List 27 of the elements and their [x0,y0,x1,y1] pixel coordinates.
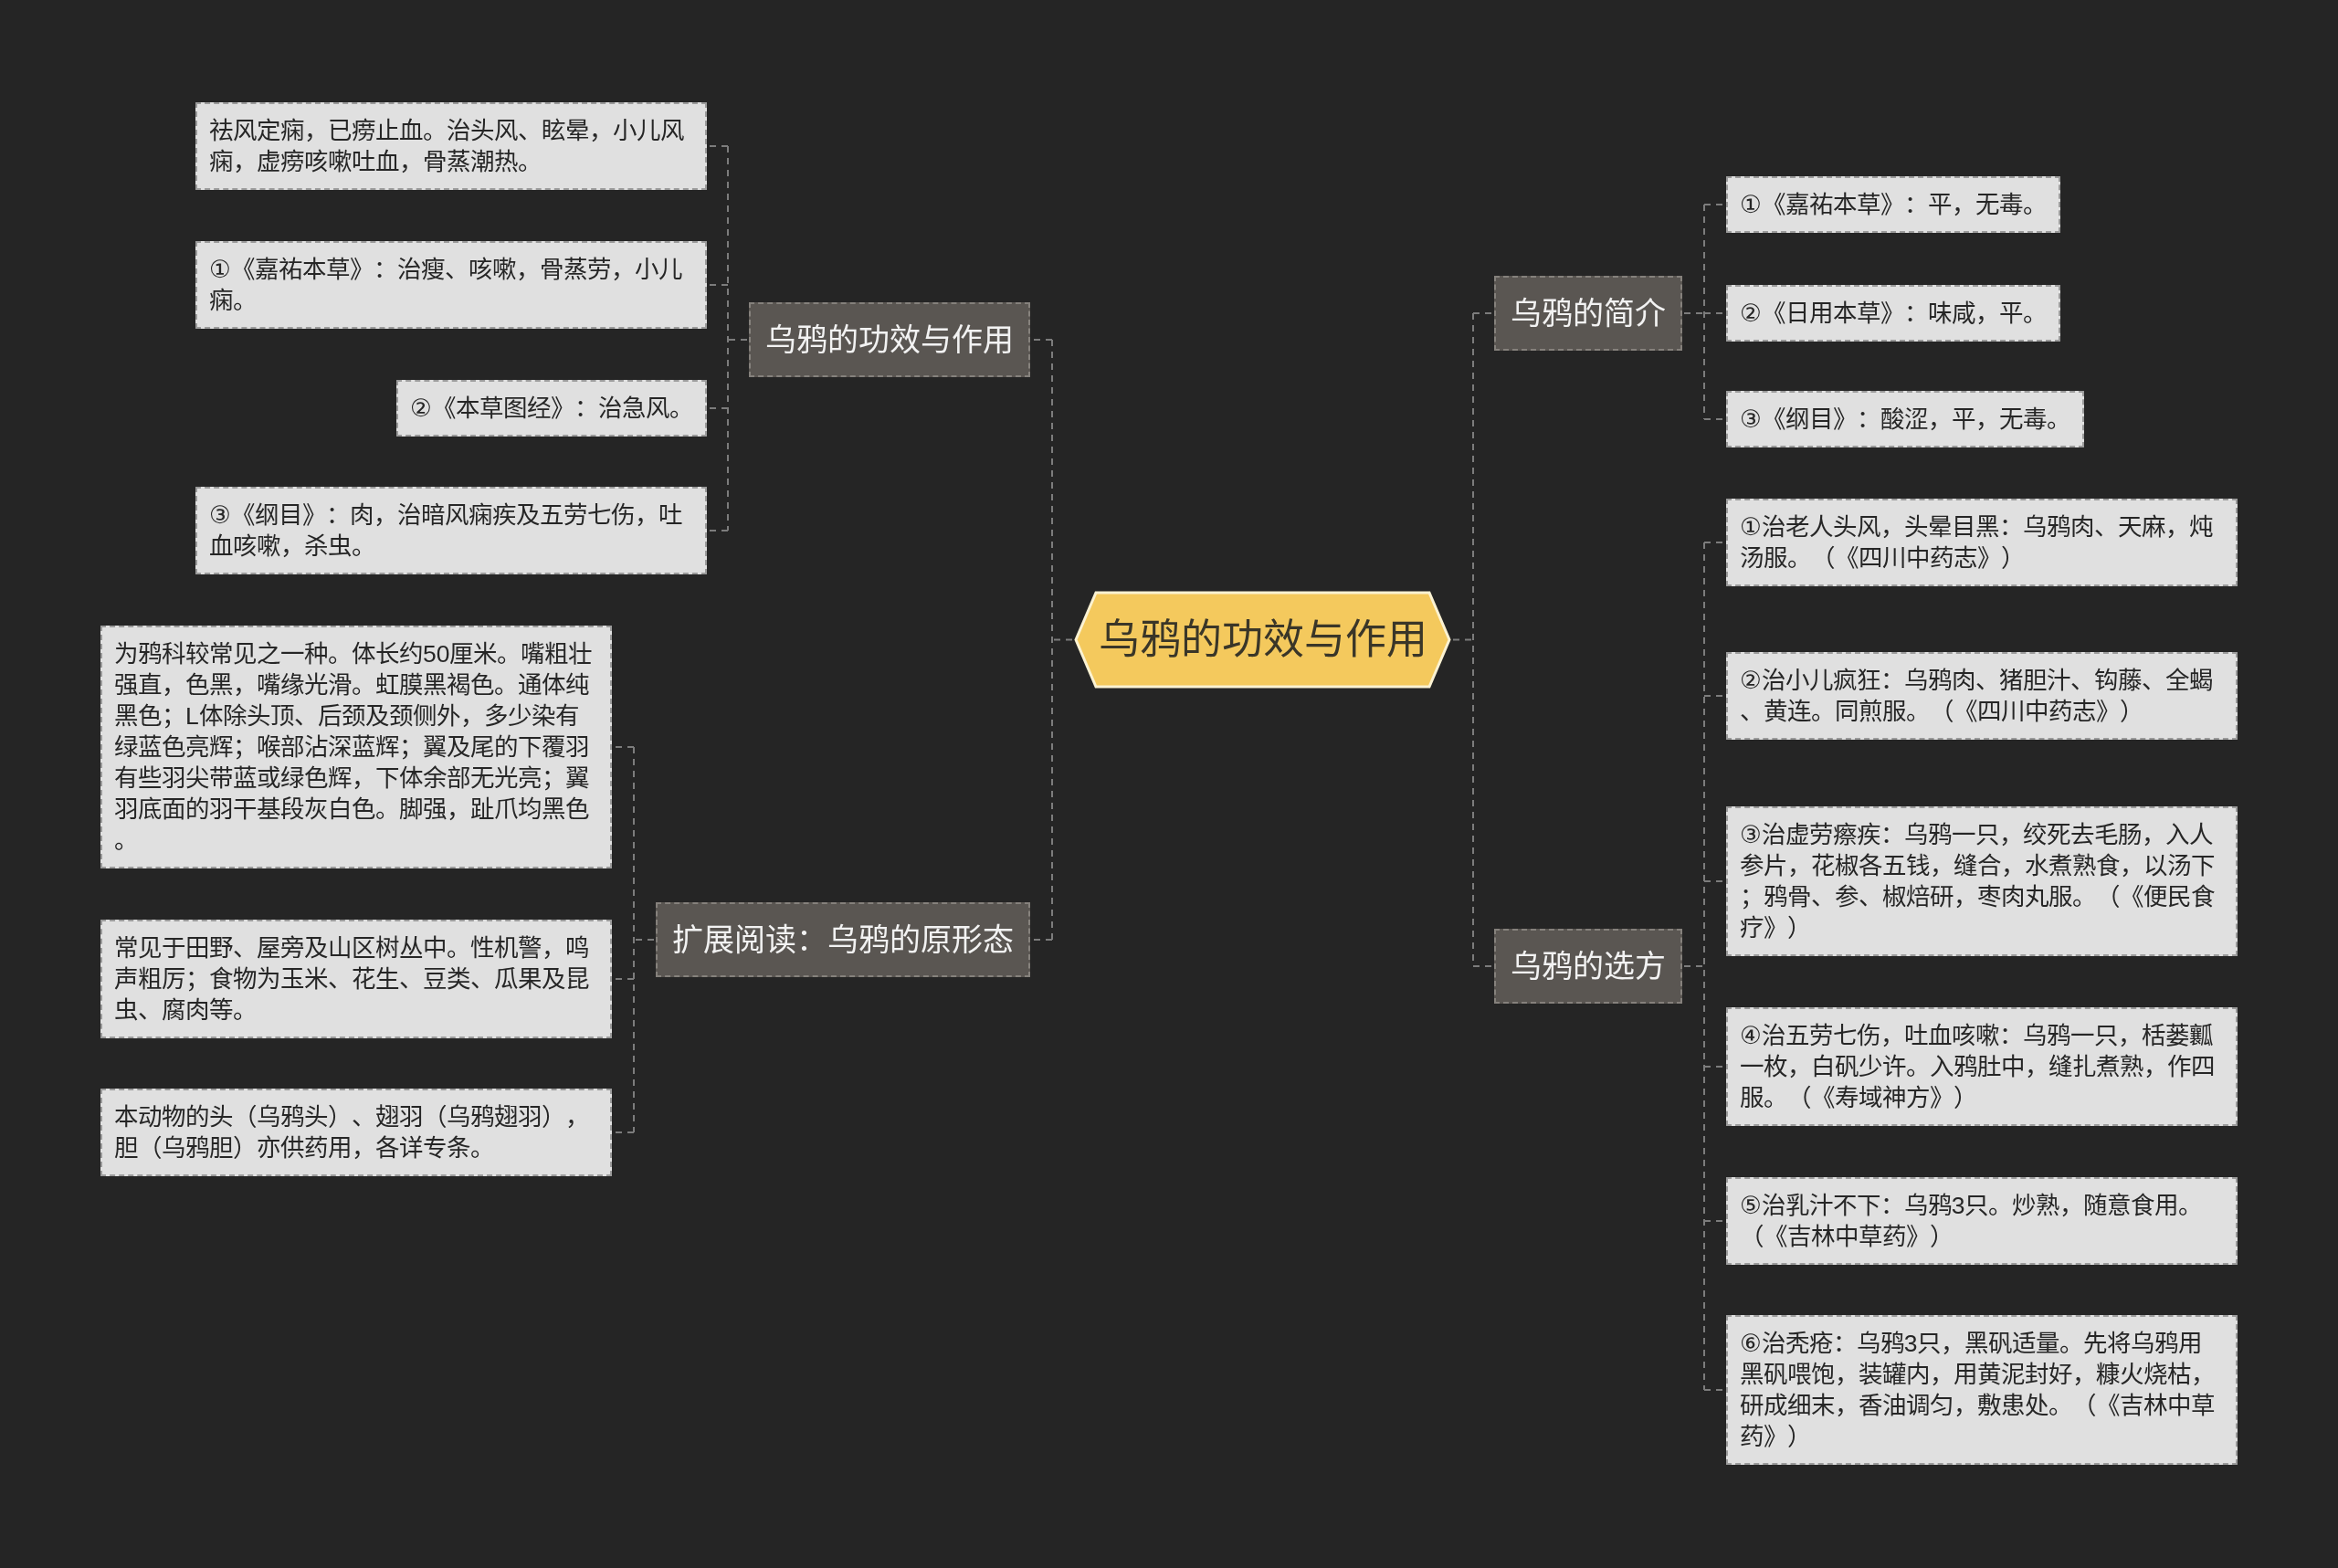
subtopic-box: 扩展阅读：乌鸦的原形态 [656,902,1030,977]
connector-line [1452,312,1493,967]
note-box: ⑥治秃疮：乌鸦3只，黑矾适量。先将乌鸦用黑矾喂饱，装罐内，用黄泥封好，糠火烧枯，研成细末，香油调匀，敷患处。（《吉林中草药》） [1726,1315,2238,1465]
note-box: ①治老人头风，头晕目黑：乌鸦肉、天麻，炖汤服。（《四川中药志》） [1726,499,2238,586]
note-box: 为鸦科较常见之一种。体长约50厘米。嘴粗壮强直，色黑，嘴缘光滑。虹膜黑褐色。通体纯黑色；L体除头顶、后颈及颈侧外，多少染有绿蓝色亮辉；喉部沾深蓝辉；翼及尾的下覆羽有些羽尖带蓝或绿色辉，下体余部无光亮；翼羽底面的羽干基段灰白色。脚强，趾爪均黑色。 [100,626,612,868]
connector-line [1683,204,1725,420]
note-box: 本动物的头（乌鸦头）、翅羽（乌鸦翅羽），胆（乌鸦胆）亦供药用，各详专条。 [100,1089,612,1176]
connector-line [708,145,748,531]
note-box: ③《纲目》：肉，治暗风痫疾及五劳七伤，吐血咳嗽，杀虫。 [195,487,707,574]
note-box: ③治虚劳瘵疾：乌鸦一只，绞死去毛肠，入人参片，花椒各五钱，缝合，水煮熟食，以汤下；鸦骨、参、椒焙研，枣肉丸服。（《便民食疗》） [1726,806,2238,956]
note-box: ②治小儿疯狂：乌鸦肉、猪胆汁、钩藤、全蝎、黄连。同煎服。（《四川中药志》） [1726,652,2238,740]
note-box: ②《日用本草》：味咸，平。 [1726,285,2060,342]
subtopic-box: 乌鸦的简介 [1494,276,1682,351]
subtopic-box: 乌鸦的功效与作用 [749,302,1030,377]
topic-hexagon: 乌鸦的功效与作用 [1074,591,1451,689]
note-box: ①《嘉祐本草》：治瘦、咳嗽，骨蒸劳，小儿痫。 [195,241,707,329]
subtopic-box: 乌鸦的选方 [1494,929,1682,1004]
note-box: ③《纲目》：酸涩，平，无毒。 [1726,391,2084,447]
note-box: 祛风定痫，已痨止血。治头风、眩晕，小儿风痫，虚痨咳嗽吐血，骨蒸潮热。 [195,102,707,190]
connector-line [1683,542,1725,1391]
note-box: ④治五劳七伤，吐血咳嗽：乌鸦一只，栝蒌瓤一枚，白矾少许。入鸦肚中，缝扎煮熟，作四服。（《寿域神方》） [1726,1007,2238,1126]
note-box: ⑤治乳汁不下：乌鸦3只。炒熟，随意食用。（《吉林中草药》） [1726,1177,2238,1265]
note-box: ①《嘉祐本草》：平，无毒。 [1726,176,2060,233]
connector-line [1031,339,1073,941]
note-box: 常见于田野、屋旁及山区树丛中。性机警，鸣声粗厉；食物为玉米、花生、豆类、瓜果及昆虫、腐肉等。 [100,920,612,1038]
connector-line [613,746,655,1133]
note-box: ②《本草图经》：治急风。 [396,380,707,437]
